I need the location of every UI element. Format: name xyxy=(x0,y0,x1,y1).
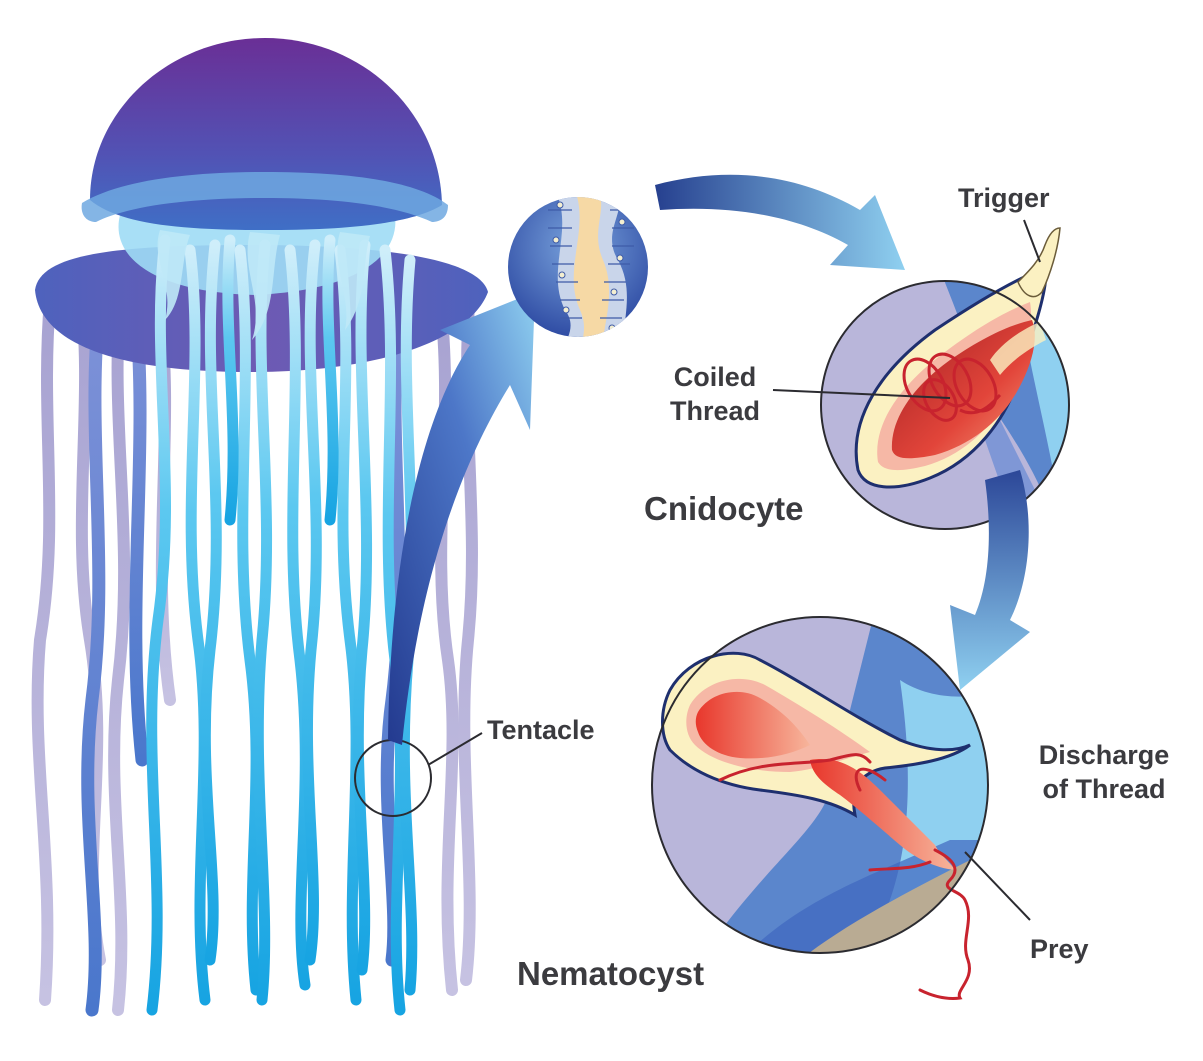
label-coiled-thread-line2: Thread xyxy=(669,396,761,426)
trigger-leader-line xyxy=(1023,219,1041,263)
label-coiled-thread-line1: Coiled xyxy=(673,362,757,392)
label-prey: Prey xyxy=(1030,934,1089,964)
arrow-zoom-to-cnidocyte xyxy=(655,174,905,270)
coiled-thread-leader-line xyxy=(772,389,951,399)
coiled-thread xyxy=(902,352,1002,422)
arrow-tentacle-to-zoom xyxy=(388,292,535,745)
cnidocyte-circle xyxy=(772,219,1070,530)
discharged-thread-shaft xyxy=(810,759,955,870)
oral-arms xyxy=(157,230,370,340)
prey-leader-line xyxy=(964,851,1031,921)
tentacle-leader-line xyxy=(427,732,483,766)
label-trigger: Trigger xyxy=(958,183,1050,213)
label-coiled-thread: Coiled Thread xyxy=(660,360,770,428)
label-discharge-line1: Discharge xyxy=(1038,740,1170,770)
tentacle-zoom-circle xyxy=(508,197,648,337)
label-nematocyst: Nematocyst xyxy=(517,955,705,992)
arrow-cnidocyte-to-nematocyst xyxy=(950,470,1030,690)
label-discharge-of-thread: Discharge of Thread xyxy=(1024,738,1184,806)
label-discharge-line2: of Thread xyxy=(1042,774,1166,804)
cnidocyte-trigger xyxy=(1017,227,1061,298)
discharged-thread xyxy=(718,753,971,1000)
label-cnidocyte: Cnidocyte xyxy=(644,490,804,527)
label-tentacle: Tentacle xyxy=(487,715,595,745)
bell-edge-band xyxy=(81,172,449,222)
